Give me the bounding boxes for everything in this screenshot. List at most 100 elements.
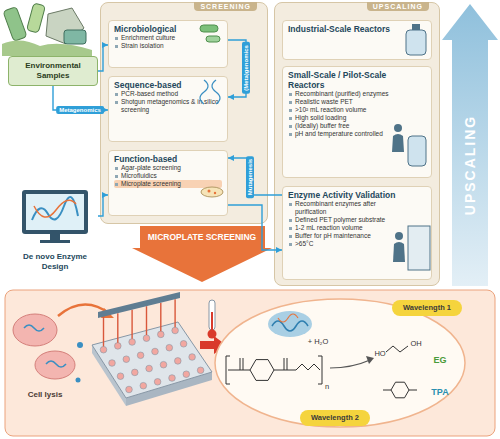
waste-illustration <box>2 3 92 56</box>
bullet-text: Microfluidics <box>114 172 222 180</box>
protein-ribbon <box>32 197 78 220</box>
bullet-text: Shotgun metagenomics & in silico screeni… <box>114 98 222 114</box>
atom-label: OH <box>410 340 421 348</box>
chem-label: n <box>325 383 329 391</box>
heading-text: UPSCALING <box>367 2 429 11</box>
plate-top <box>92 322 212 398</box>
design-node: De novo Enzyme Design <box>12 186 98 272</box>
heading-text: Sequence-based <box>114 80 222 90</box>
sample-box: Environmental Samples <box>8 56 98 86</box>
bottle <box>3 7 27 42</box>
bacterium-icon <box>206 36 220 42</box>
heading-text: Industrial-Scale Reactors <box>288 24 401 34</box>
bullet-text: pH and temperature controlled <box>288 130 401 138</box>
monitor-base <box>40 240 70 243</box>
bullet-text: >65°C <box>288 240 399 248</box>
cell <box>13 314 57 346</box>
tpa-molecule <box>383 382 417 398</box>
monitor <box>22 190 88 234</box>
bullet-text: Recombinant enzymes after purification <box>288 200 399 216</box>
wells <box>100 327 204 393</box>
arrow-text: MICROPLATE SCREENING <box>148 233 256 242</box>
connector <box>98 45 108 71</box>
step-label: Cell lysis <box>28 391 63 399</box>
bullet-text: Strain isolation <box>114 42 201 50</box>
pilot-reactor-icon <box>408 136 426 166</box>
tip <box>174 299 175 327</box>
heading-text: De novo Enzyme Design <box>12 252 98 272</box>
bracket <box>318 356 322 384</box>
connector <box>228 205 282 250</box>
well <box>129 339 136 346</box>
connector <box>98 195 108 216</box>
pet-polymer <box>226 356 322 384</box>
bullet-text: Enrichment culture <box>114 34 201 42</box>
carbonyl <box>240 358 243 370</box>
enzyme-helix <box>272 321 308 331</box>
well <box>183 371 190 378</box>
person-head <box>395 232 403 240</box>
reaction-arrowhead <box>366 356 374 364</box>
monitor-stand <box>50 234 60 240</box>
benzene-ring <box>391 382 409 398</box>
product-label: TPA <box>431 388 448 397</box>
monitor-illustration <box>22 190 88 243</box>
edge-label: Metagenomics <box>56 106 104 114</box>
well <box>160 361 167 368</box>
heading-text: SCREENING <box>194 2 257 11</box>
multichannel-pipette <box>98 292 180 347</box>
well <box>158 331 165 338</box>
heading-text: Enzyme Activity Validation <box>288 190 399 200</box>
microplate <box>92 322 212 406</box>
screening-arrow <box>132 226 272 282</box>
connector <box>228 40 246 97</box>
atom-label: HO <box>374 350 385 358</box>
enzyme-blob <box>268 311 312 337</box>
tip <box>131 310 132 339</box>
tip <box>103 317 104 347</box>
cells <box>13 314 83 383</box>
enzyme-squiggle <box>24 325 44 331</box>
wavelength-pill: Wavelength 1 <box>392 300 462 316</box>
connector <box>228 158 282 195</box>
bullet-text: PCR-based method <box>114 90 222 98</box>
can <box>64 30 86 44</box>
bullet-text: Defined PET polymer substrate <box>288 216 399 224</box>
well <box>172 327 179 334</box>
carboxyl <box>383 390 417 391</box>
well <box>115 343 122 350</box>
person-head <box>394 124 402 132</box>
heading-text: Small-Scale / Pilot-Scale Reactors <box>288 70 401 90</box>
well <box>169 375 176 382</box>
bullet-text: Recombinant (purified) enzymes <box>288 90 401 98</box>
ground <box>2 40 92 56</box>
method-box: MicrobiologicalEnrichment cultureStrain … <box>108 20 228 68</box>
bullet-text: Buffer for pH maintenance <box>288 232 399 240</box>
stage-box: Small-Scale / Pilot-Scale ReactorsRecomb… <box>282 66 432 178</box>
well <box>146 365 153 372</box>
chem-label: + H₂O <box>308 338 329 346</box>
colony <box>208 190 211 193</box>
heading-text: Environmental Samples <box>11 61 95 81</box>
bullet-text: Agar-plate screening <box>114 164 222 172</box>
bullet-text: Realistic waste PET <box>288 98 401 106</box>
reactor-motor <box>412 24 420 30</box>
reaction-arrow <box>330 360 370 368</box>
thermometer-fluid <box>211 312 213 332</box>
heading-text: Wavelength 1 <box>403 303 451 313</box>
bottle <box>27 3 46 33</box>
screening-panel: SCREENING MicrobiologicalEnrichment cultu… <box>100 2 268 224</box>
well <box>132 369 139 376</box>
well <box>137 352 144 359</box>
bacterium-icon <box>200 25 218 32</box>
well <box>123 356 130 363</box>
wavelength-pill: Wavelength 2 <box>300 410 370 426</box>
heading-text: Wavelength 2 <box>311 413 359 423</box>
tip <box>117 313 118 343</box>
upscaling-arrow <box>442 4 498 286</box>
fume-hood-icon <box>408 226 430 270</box>
enzyme <box>268 311 312 337</box>
bond <box>228 370 250 371</box>
well <box>175 358 182 365</box>
released-enzyme <box>76 378 81 383</box>
